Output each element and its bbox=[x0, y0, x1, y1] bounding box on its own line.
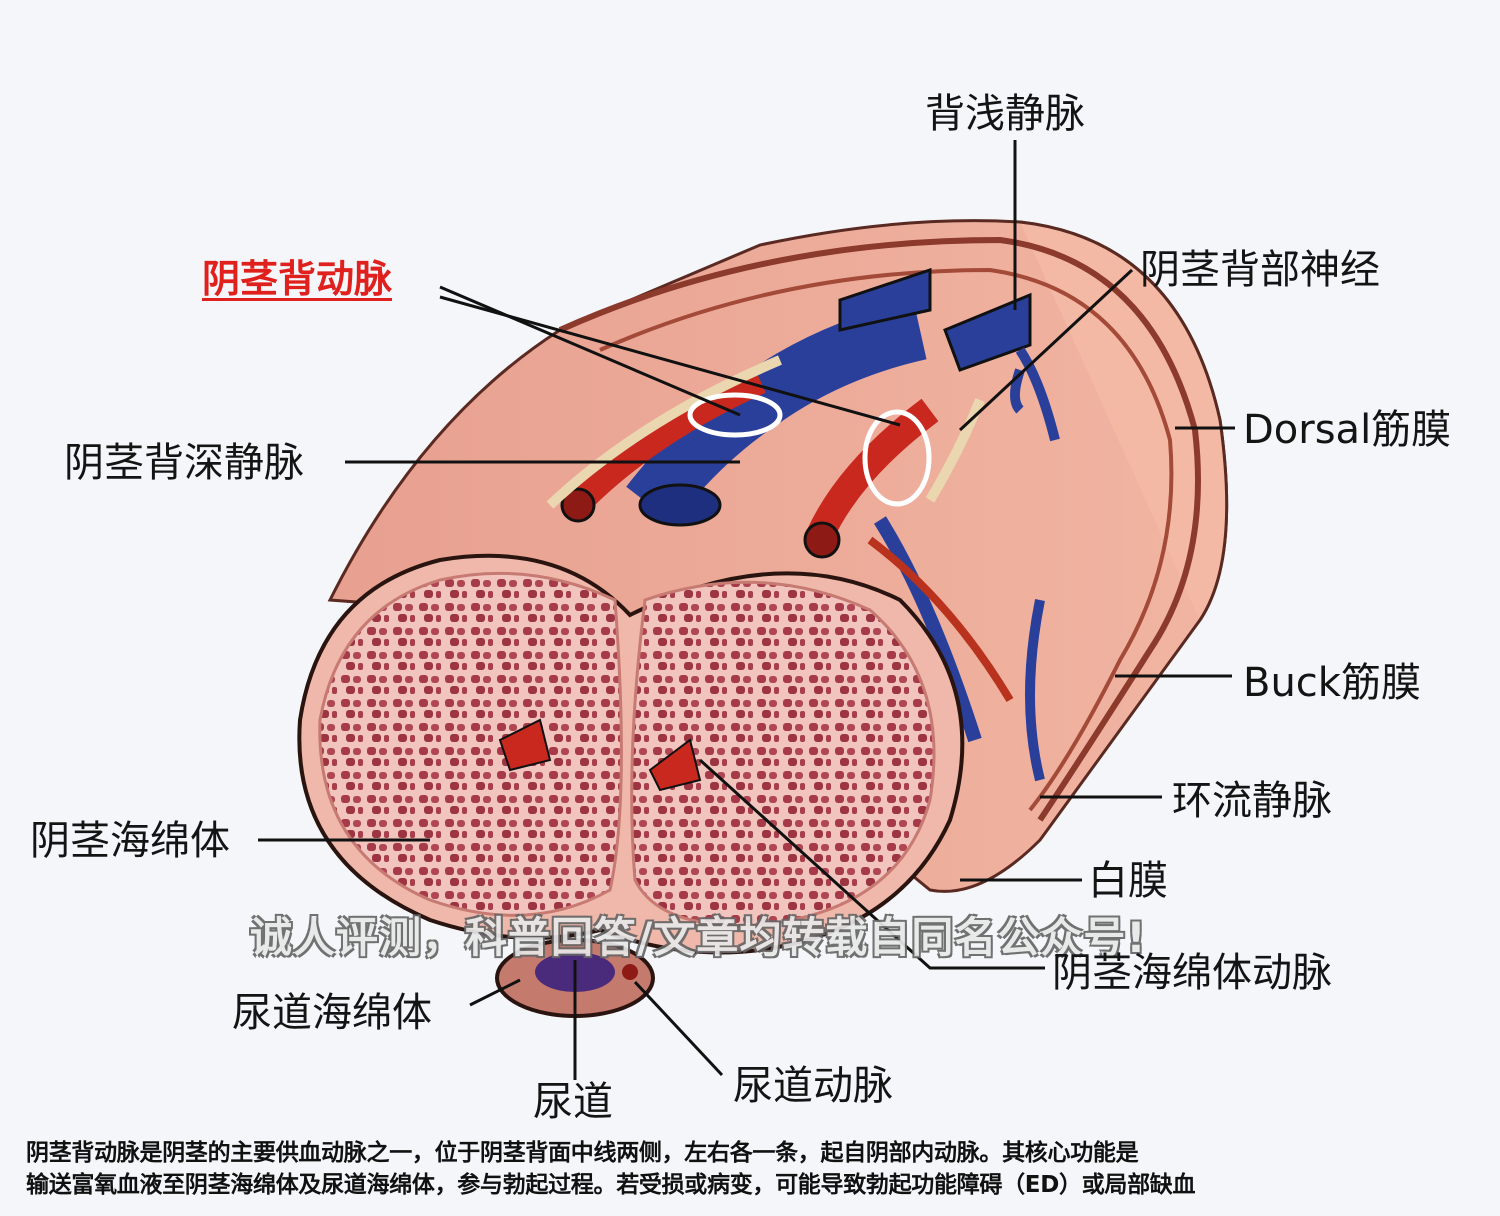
caption-line-2: 输送富氧血液至阴茎海绵体及尿道海绵体，参与勃起过程。若受损或病变，可能导致勃起功… bbox=[26, 1172, 1196, 1198]
caption: 阴茎背动脉是阴茎的主要供血动脉之一，位于阴茎背面中线两侧，左右各一条，起自阴部内… bbox=[26, 1137, 1196, 1201]
label-dorsal-fascia: Dorsal筋膜 bbox=[1243, 407, 1452, 453]
label-corpus-spongiosum: 尿道海绵体 bbox=[232, 990, 432, 1036]
label-superficial-dorsal-vein: 背浅静脉 bbox=[925, 91, 1085, 137]
caption-line-1: 阴茎背动脉是阴茎的主要供血动脉之一，位于阴茎背面中线两侧，左右各一条，起自阴部内… bbox=[26, 1140, 1139, 1166]
label-circumflex-vein: 环流静脉 bbox=[1172, 778, 1332, 824]
label-urethra: 尿道 bbox=[533, 1079, 613, 1125]
label-tunica-albuginea: 白膜 bbox=[1088, 858, 1168, 904]
label-cavernosal-artery: 阴茎海绵体动脉 bbox=[1052, 950, 1332, 996]
label-deep-dorsal-vein: 阴茎背深静脉 bbox=[64, 440, 304, 486]
label-buck-fascia: Buck筋膜 bbox=[1243, 660, 1421, 706]
cross-section bbox=[297, 553, 965, 1018]
dorsal-vessels bbox=[546, 267, 1060, 782]
label-corpus-cavernosum: 阴茎海绵体 bbox=[30, 818, 230, 864]
watermark: 诚人评测，科普回答/文章均转载自同名公众号! bbox=[250, 913, 1147, 962]
label-urethral-artery: 尿道动脉 bbox=[733, 1063, 893, 1109]
penis-shaft bbox=[327, 219, 1229, 893]
leader-lines bbox=[258, 140, 1235, 1080]
label-dorsal-artery: 阴茎背动脉 bbox=[202, 257, 393, 301]
label-dorsal-nerve: 阴茎背部神经 bbox=[1140, 247, 1380, 293]
